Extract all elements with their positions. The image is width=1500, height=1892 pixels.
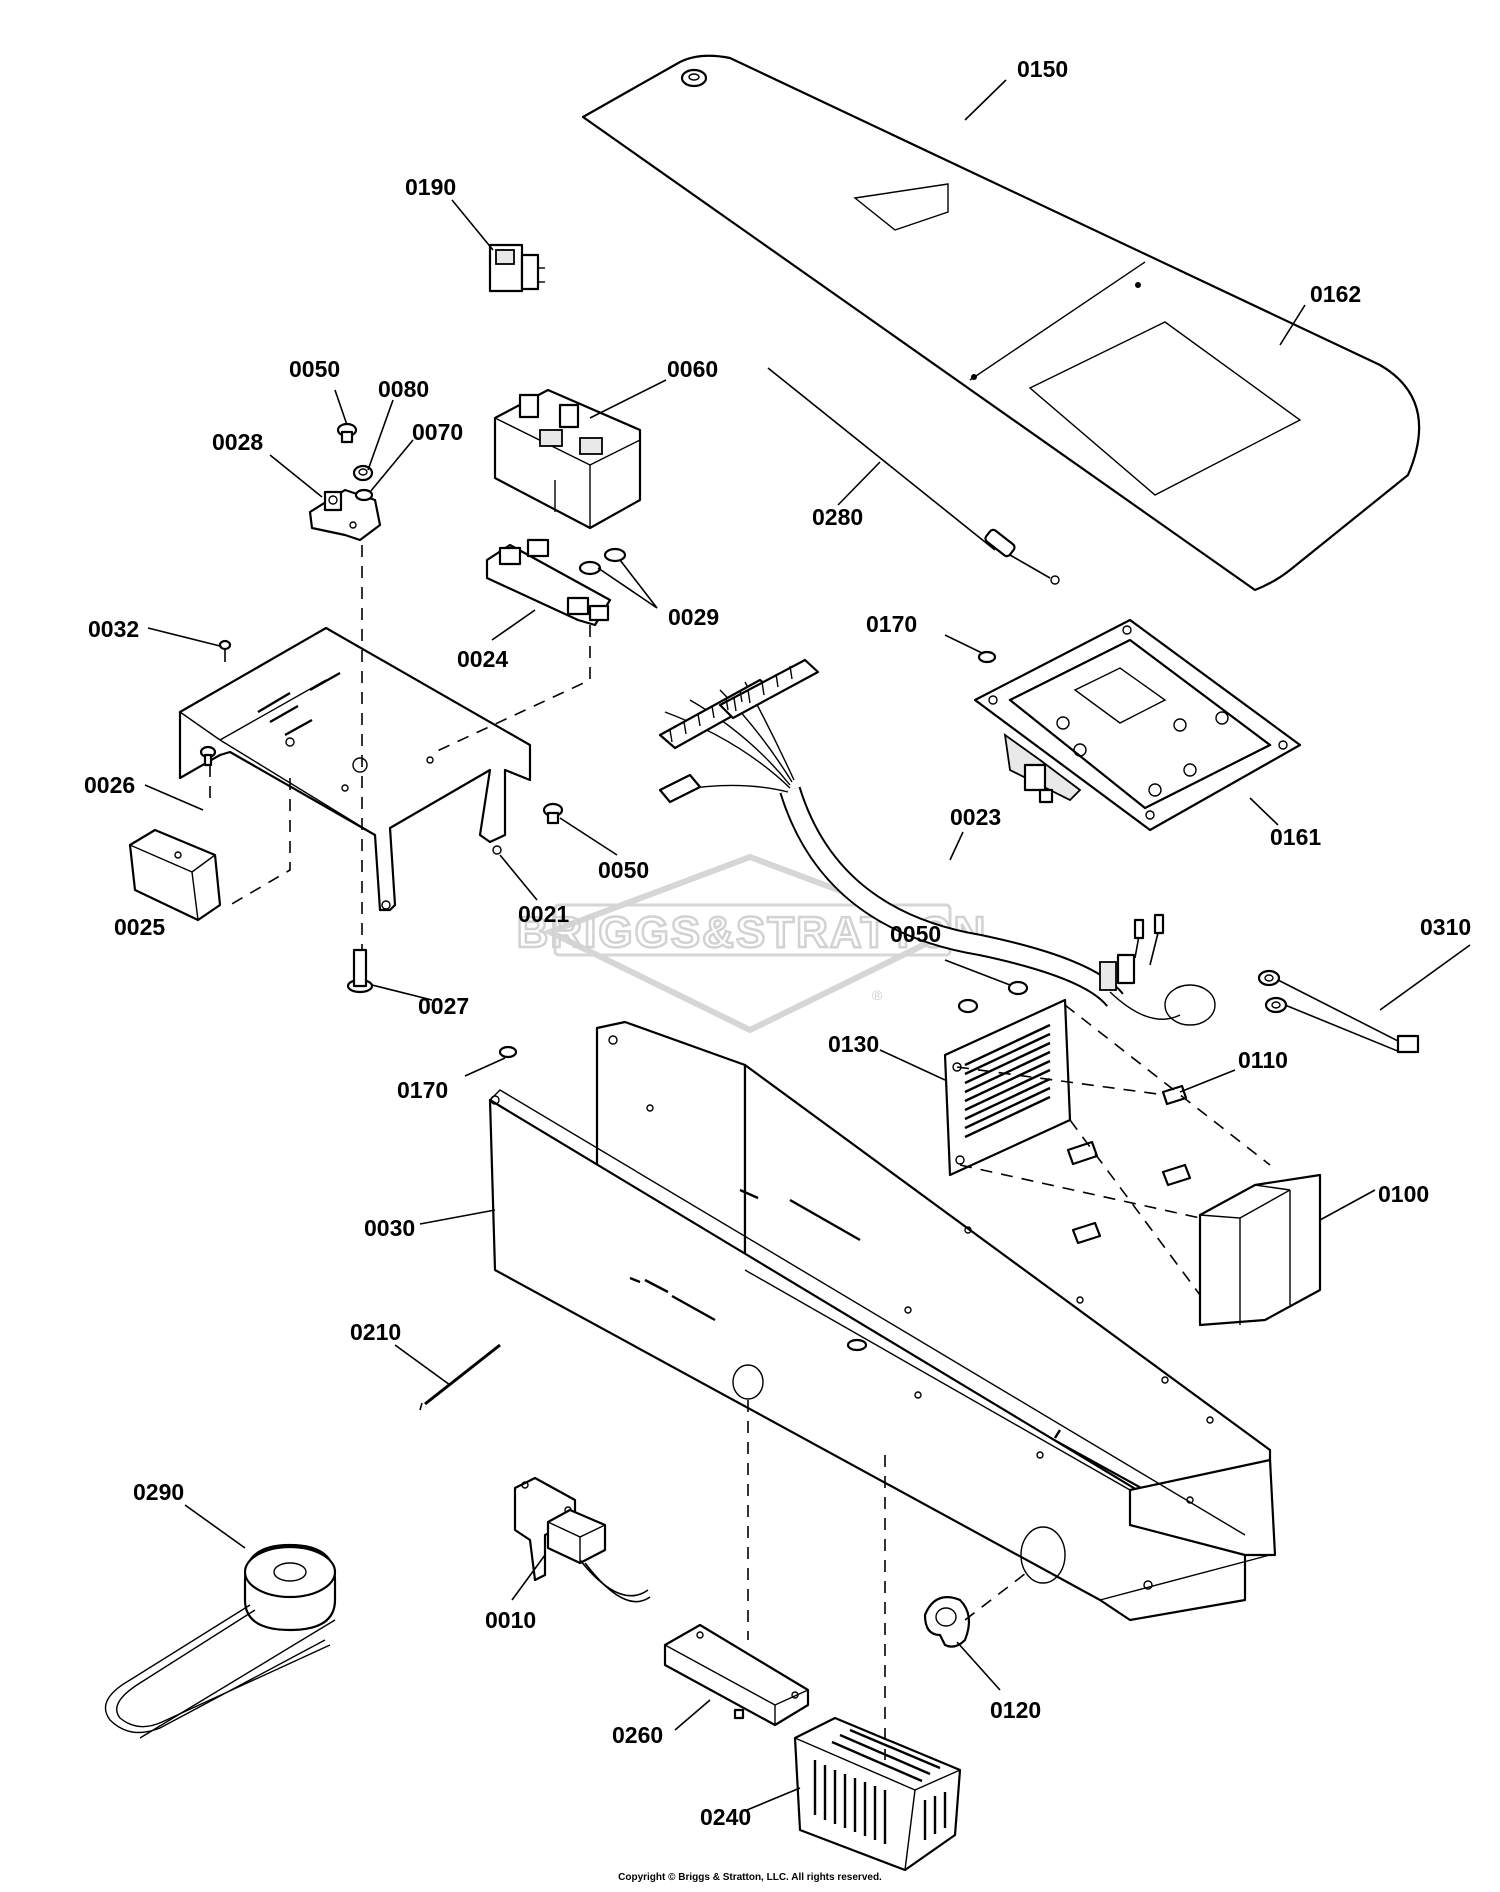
part-0024-terminal-block[interactable] xyxy=(485,538,612,627)
part-0150-0162-top-cover[interactable] xyxy=(581,54,1421,592)
label-0050b: 0050 xyxy=(598,857,649,883)
part-0027-bolt[interactable] xyxy=(346,948,374,994)
label-0026: 0026 xyxy=(84,772,135,798)
label-0190: 0190 xyxy=(405,174,456,200)
label-0100: 0100 xyxy=(1378,1181,1429,1207)
harness-end-plug xyxy=(1099,913,1216,1026)
part-0190-rocker-switch[interactable] xyxy=(488,243,545,293)
label-0080: 0080 xyxy=(378,376,429,402)
assembly-line-g xyxy=(964,1569,1031,1621)
assembly-line-d xyxy=(956,1066,1166,1096)
label-0023: 0023 xyxy=(950,804,1001,830)
assembly-line-clamp xyxy=(229,778,291,906)
label-0060: 0060 xyxy=(667,356,718,382)
part-0170a-screw[interactable] xyxy=(977,650,997,664)
label-0010: 0010 xyxy=(485,1607,536,1633)
part-0050b-screw[interactable] xyxy=(542,802,564,825)
part-0080-washer[interactable] xyxy=(352,464,374,482)
leader-lines xyxy=(144,79,1471,1811)
label-0028: 0028 xyxy=(212,429,263,455)
part-0130-vent-panel[interactable] xyxy=(943,998,1072,1177)
label-0050c: 0050 xyxy=(890,921,941,947)
assembly-line-a xyxy=(1064,1004,1271,1166)
part-0260-bracket[interactable] xyxy=(663,1623,810,1727)
label-0021: 0021 xyxy=(518,901,569,927)
vent-slots xyxy=(964,1023,1051,1139)
part-0030-main-housing[interactable] xyxy=(488,1020,1277,1622)
label-0310: 0310 xyxy=(1420,914,1471,940)
part-0010-power-module[interactable] xyxy=(513,1476,651,1603)
watermark-registered: ® xyxy=(872,987,883,1003)
part-0026-screw[interactable] xyxy=(199,745,217,767)
label-0030: 0030 xyxy=(364,1215,415,1241)
label-0029: 0029 xyxy=(668,604,719,630)
label-0024: 0024 xyxy=(457,646,508,672)
part-0021-mounting-bracket[interactable] xyxy=(178,626,532,912)
part-0120-grommet[interactable] xyxy=(923,1596,971,1648)
label-0162: 0162 xyxy=(1310,281,1361,307)
part-0050a-screw[interactable] xyxy=(336,422,358,444)
part-0240-vent-box[interactable] xyxy=(793,1716,962,1872)
label-0110: 0110 xyxy=(1238,1047,1288,1073)
part-0050c-screws[interactable] xyxy=(957,980,1029,1014)
part-0161-control-panel[interactable] xyxy=(973,618,1302,832)
label-0025: 0025 xyxy=(114,914,165,940)
label-0170a: 0170 xyxy=(866,611,917,637)
label-0070: 0070 xyxy=(412,419,463,445)
part-0170b-screw[interactable] xyxy=(498,1045,518,1059)
label-0210: 0210 xyxy=(350,1319,401,1345)
callout-labels: 0150 0190 0162 0050 0080 0060 0070 0028 … xyxy=(84,56,1471,1830)
part-0110-clips[interactable] xyxy=(1066,1084,1192,1245)
part-0032-screw[interactable] xyxy=(218,639,232,662)
label-0150: 0150 xyxy=(1017,56,1068,82)
part-0025-clamp-block[interactable] xyxy=(128,828,222,922)
part-0280-wire[interactable] xyxy=(767,367,1060,585)
part-0029-standoffs[interactable] xyxy=(578,547,627,576)
part-0023-wire-harness[interactable] xyxy=(658,658,1216,1026)
label-0290: 0290 xyxy=(133,1479,184,1505)
label-0280: 0280 xyxy=(812,504,863,530)
label-0161: 0161 xyxy=(1270,824,1321,850)
label-0120: 0120 xyxy=(990,1697,1041,1723)
part-0100-insulation-block[interactable] xyxy=(1198,1173,1322,1327)
part-0060-circuit-breaker[interactable] xyxy=(493,388,642,530)
label-0130: 0130 xyxy=(828,1031,879,1057)
copyright-footer: Copyright © Briggs & Stratton, LLC. All … xyxy=(618,1872,882,1883)
harness-connectors xyxy=(658,658,820,804)
assembly-line-terminal xyxy=(434,625,591,753)
part-0028-bracket[interactable] xyxy=(308,488,382,542)
part-0290-current-transformer[interactable] xyxy=(104,1543,337,1739)
part-0070-washer[interactable] xyxy=(354,488,374,502)
label-0240: 0240 xyxy=(700,1804,751,1830)
label-0032: 0032 xyxy=(88,616,139,642)
part-0310-ground-wire[interactable] xyxy=(1257,969,1420,1054)
part-0210-rod[interactable] xyxy=(419,1343,501,1411)
assembly-line-b xyxy=(1069,1119,1201,1296)
label-0050a: 0050 xyxy=(289,356,340,382)
label-0027: 0027 xyxy=(418,993,469,1019)
label-0170b: 0170 xyxy=(397,1077,448,1103)
label-0260: 0260 xyxy=(612,1722,663,1748)
